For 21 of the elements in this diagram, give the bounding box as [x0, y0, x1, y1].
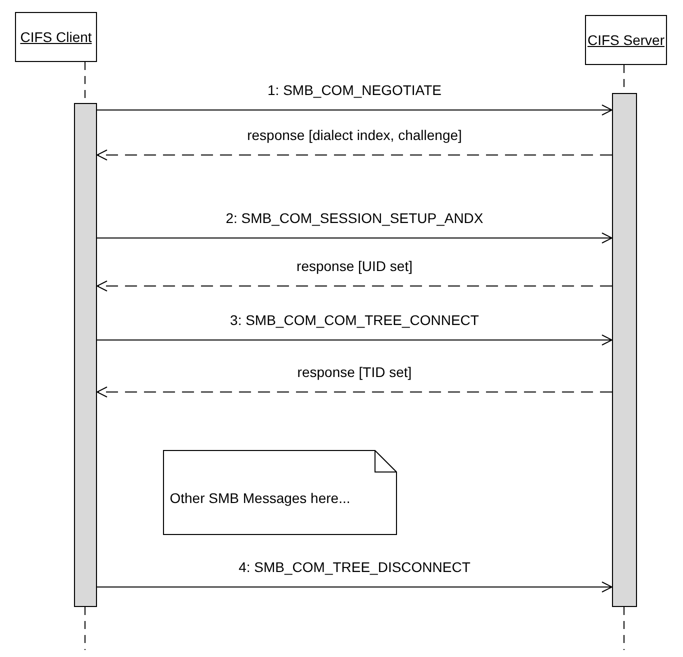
- note-text: Other SMB Messages here...: [170, 490, 350, 506]
- edge-label: response [UID set]: [296, 258, 412, 274]
- edge-label: 4: SMB_COM_TREE_DISCONNECT: [238, 559, 470, 575]
- edge-label: response [dialect index, challenge]: [247, 127, 462, 143]
- activation-bar: [74, 103, 97, 607]
- edge-label: 3: SMB_COM_COM_TREE_CONNECT: [230, 312, 479, 328]
- message-arrow: [96, 104, 612, 116]
- activation-bar: [612, 93, 637, 607]
- edge-label: response [TID set]: [297, 364, 412, 380]
- message-arrow: [96, 582, 612, 592]
- return-arrow: [96, 280, 612, 292]
- message-arrow: [96, 232, 612, 244]
- return-arrow: [96, 150, 612, 160]
- note-box: [163, 450, 397, 535]
- return-arrow: [96, 386, 612, 398]
- lifeline-header: CIFS Client: [15, 12, 97, 62]
- lifeline-header: CIFS Server: [585, 15, 667, 65]
- edge-label: 1: SMB_COM_NEGOTIATE: [268, 82, 442, 98]
- lifeline: [84, 606, 86, 650]
- message-arrow: [96, 334, 612, 346]
- edge-label: 2: SMB_COM_SESSION_SETUP_ANDX: [226, 210, 484, 226]
